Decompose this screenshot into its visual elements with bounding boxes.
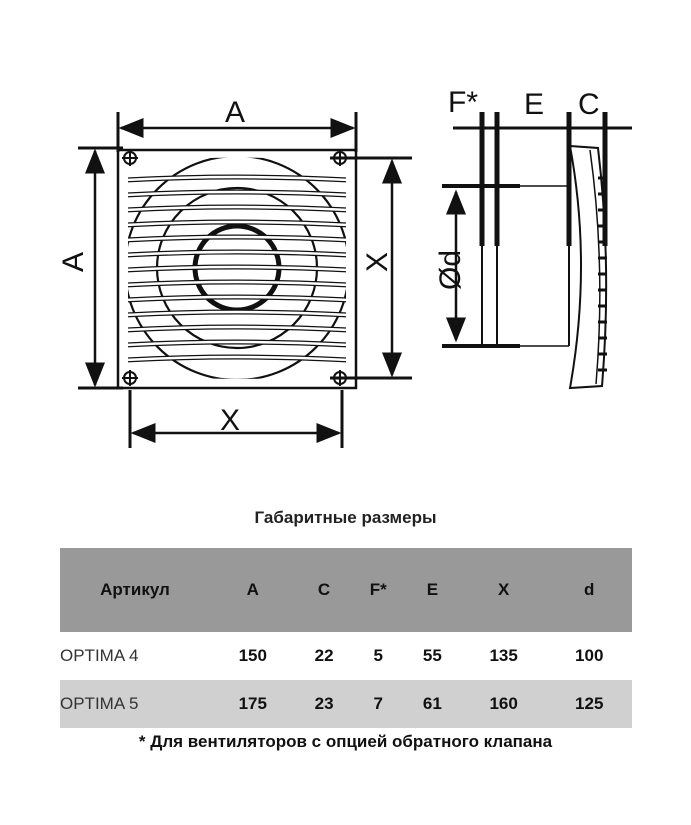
cell-article: OPTIMA 5 <box>60 680 210 728</box>
label-front-left-a: A <box>57 252 90 272</box>
footnote: * Для вентиляторов с опцией обратного кл… <box>138 732 553 751</box>
dimension-drawing: A A X X F* E C Ød <box>57 86 632 448</box>
label-front-right-x: X <box>361 252 394 272</box>
label-side-d: Ød <box>434 250 467 290</box>
label-side-c: C <box>578 88 600 121</box>
louvre-slat-gap <box>128 190 346 197</box>
louvre-slat-gap <box>128 325 346 332</box>
cell-a: 175 <box>210 680 296 728</box>
label-side-e: E <box>524 88 544 121</box>
header-x: X <box>460 548 547 632</box>
cell-e: 55 <box>422 646 442 665</box>
louvre-slat-gap <box>128 310 346 317</box>
louvre-slat-gap <box>128 295 346 302</box>
table-row: OPTIMA 5 175 23 7 61 160 125 <box>60 680 632 728</box>
table-row: OPTIMA 4 150 22 5 55 135 100 <box>60 632 632 680</box>
louvre-slat-gap <box>128 250 346 257</box>
cell-f: 5 <box>373 646 383 665</box>
table-header-row: Артикул A C F* E X d <box>60 548 632 632</box>
cell-c: 22 <box>314 646 334 665</box>
header-c: C <box>295 548 353 632</box>
cell-article: OPTIMA 4 <box>60 646 139 665</box>
cell-d: 125 <box>546 680 632 728</box>
cell-x: 135 <box>489 646 518 665</box>
header-e: E <box>403 548 461 632</box>
header-a: A <box>210 548 296 632</box>
label-side-f: F* <box>448 86 478 119</box>
louvre-slat-gap <box>128 220 346 227</box>
side-view <box>442 112 632 390</box>
label-front-top-a: A <box>225 96 245 129</box>
label-front-bottom-x: X <box>220 404 240 437</box>
louvre-slat-gap <box>128 235 346 242</box>
louvre-slat-gap <box>128 355 346 362</box>
header-f: F* <box>352 548 404 632</box>
cell-d: 100 <box>575 646 604 665</box>
cell-e: 61 <box>403 680 461 728</box>
header-d: d <box>546 548 632 632</box>
cell-f: 7 <box>352 680 404 728</box>
dimensions-table: Артикул A C F* E X d OPTIMA 4 150 22 5 5… <box>60 548 632 728</box>
header-article: Артикул <box>60 548 210 632</box>
cell-a: 150 <box>238 646 267 665</box>
louvre-slat-gap <box>128 340 346 347</box>
cell-x: 160 <box>460 680 547 728</box>
table-title: Габаритные размеры <box>254 508 437 527</box>
louvre-slat-gap <box>128 280 346 287</box>
louvre-slat-gap <box>128 265 346 272</box>
louvre-slat-gap <box>128 205 346 212</box>
front-view <box>78 112 412 448</box>
cell-c: 23 <box>295 680 353 728</box>
louvre-slat-gap <box>128 175 346 182</box>
